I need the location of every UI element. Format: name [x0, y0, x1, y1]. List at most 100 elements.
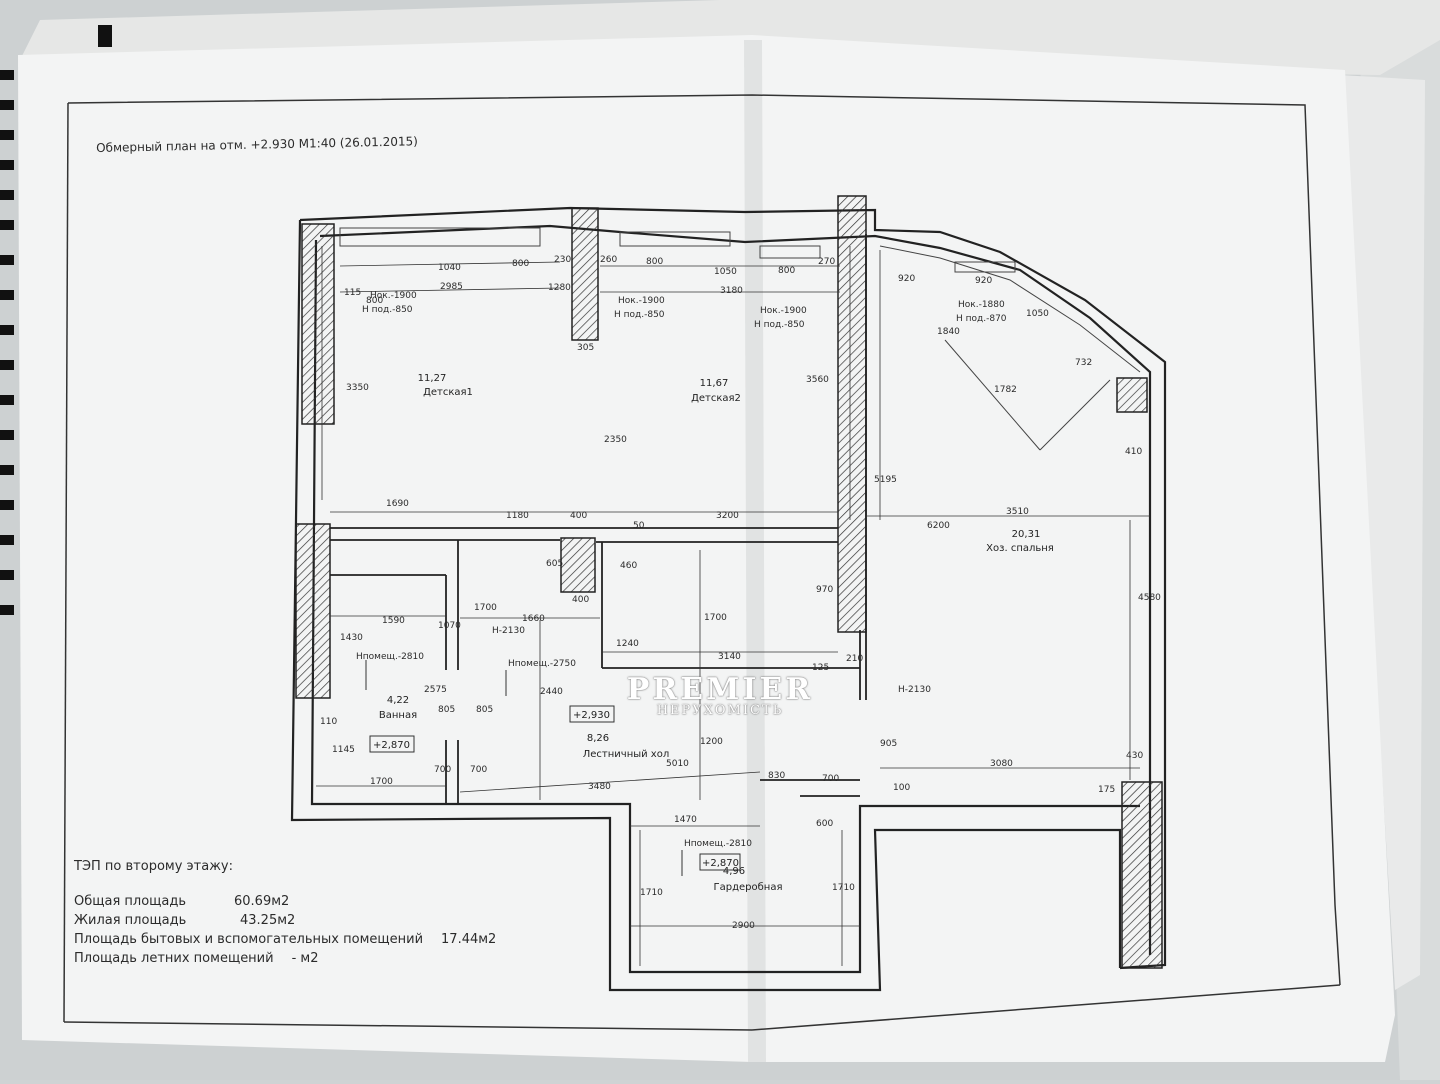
- note-npom-hall: Нпомещ.-2750: [508, 659, 576, 669]
- dim-label: 100: [893, 783, 910, 793]
- dim-label: 175: [1098, 785, 1115, 795]
- dim-label: 230: [554, 255, 571, 265]
- note-h-door-2: Н-2130: [898, 685, 931, 695]
- dim-label: 905: [880, 739, 897, 749]
- dim-label: 110: [320, 717, 337, 727]
- dim-label: 2985: [440, 282, 463, 292]
- dim-label: 1700: [704, 613, 727, 623]
- tep-row: Жилая площадь 43.25м2: [74, 911, 496, 930]
- room-area-spalnya: 20,31: [1012, 529, 1041, 540]
- dim-label: 1040: [438, 263, 461, 273]
- note-nok-3: Нок.-1900: [760, 306, 807, 316]
- dim-label: 970: [816, 585, 833, 595]
- dim-label: 3510: [1006, 507, 1029, 517]
- dim-label: 4580: [1138, 593, 1161, 603]
- tep-label: Площадь бытовых и вспомогательных помеще…: [74, 932, 424, 947]
- tep-value: 43.25м2: [240, 913, 296, 928]
- tep-value: - м2: [291, 951, 319, 966]
- room-area-hol: 8,26: [587, 733, 609, 744]
- dim-label: 1240: [616, 639, 639, 649]
- dim-label: 700: [434, 765, 451, 775]
- note-npod-4: Н под.-870: [956, 314, 1007, 324]
- watermark-sub: НЕРУХОМІСТЬ: [656, 703, 784, 718]
- dim-label: 3480: [588, 782, 611, 792]
- dim-label: 605: [546, 559, 563, 569]
- tep-heading: ТЭП по второму этажу:: [74, 859, 233, 874]
- dim-label: 5010: [666, 759, 689, 769]
- dim-label: 6200: [927, 521, 950, 531]
- tep-label: Общая площадь: [74, 894, 187, 909]
- dim-label: 800: [366, 296, 383, 306]
- dim-label: 410: [1125, 447, 1142, 457]
- dim-label: 1590: [382, 616, 405, 626]
- note-npom-bath: Нпомещ.-2810: [356, 652, 424, 662]
- dim-label: 115: [344, 288, 361, 298]
- dim-label: 3080: [990, 759, 1013, 769]
- note-nok-2: Нок.-1900: [618, 296, 665, 306]
- tep-label: Жилая площадь: [74, 913, 187, 928]
- room-name-spalnya: Хоз. спальня: [986, 543, 1054, 554]
- dim-label: 50: [633, 521, 645, 531]
- dim-label: 400: [572, 595, 589, 605]
- dim-label: 1200: [700, 737, 723, 747]
- dim-label: 830: [768, 771, 785, 781]
- room-area-detskaya2: 11,67: [700, 378, 729, 389]
- tep-value: 17.44м2: [441, 932, 497, 947]
- dim-label: 3350: [346, 383, 369, 393]
- dim-label: 400: [570, 511, 587, 521]
- dim-label: 5195: [874, 475, 897, 485]
- dim-label: 600: [816, 819, 833, 829]
- dim-label: 125: [812, 663, 829, 673]
- dim-label: 1782: [994, 385, 1017, 395]
- dim-label: 3200: [716, 511, 739, 521]
- dim-label: 1690: [386, 499, 409, 509]
- room-area-garderob: 4,96: [723, 866, 745, 877]
- room-name-hol: Лестничный хол: [583, 749, 669, 760]
- level-mark-bath: +2,870: [373, 740, 410, 751]
- dim-label: 700: [822, 774, 839, 784]
- dim-label: 800: [646, 257, 663, 267]
- note-npod-3: Н под.-850: [754, 320, 805, 330]
- dim-label: 920: [975, 276, 992, 286]
- tep-row: Площадь летних помещений - м2: [74, 949, 496, 968]
- note-h-door-1: Н-2130: [492, 626, 525, 636]
- note-nok-4: Нок.-1880: [958, 300, 1005, 310]
- dim-label: 270: [818, 257, 835, 267]
- room-name-vannaya: Ванная: [379, 710, 417, 721]
- dim-label: 305: [577, 343, 594, 353]
- tep-label: Площадь летних помещений: [74, 951, 274, 966]
- dim-label: 3180: [720, 286, 743, 296]
- dim-label: 1470: [674, 815, 697, 825]
- dim-label: 1840: [937, 327, 960, 337]
- dim-label: 1710: [832, 883, 855, 893]
- room-area-detskaya1: 11,27: [418, 373, 447, 384]
- dim-label: 1050: [1026, 309, 1049, 319]
- dim-label: 3140: [718, 652, 741, 662]
- dim-label: 805: [476, 705, 493, 715]
- dim-label: 210: [846, 654, 863, 664]
- dim-label: 805: [438, 705, 455, 715]
- dim-label: 1145: [332, 745, 355, 755]
- level-mark-hall: +2,930: [573, 710, 610, 721]
- dim-label: 1070: [438, 621, 461, 631]
- room-name-detskaya2: Детская2: [691, 393, 741, 404]
- dim-label: 1700: [370, 777, 393, 787]
- note-npod-1: Н под.-850: [362, 305, 413, 315]
- dim-label: 3560: [806, 375, 829, 385]
- dim-label: 700: [470, 765, 487, 775]
- note-npod-2: Н под.-850: [614, 310, 665, 320]
- dim-label: 920: [898, 274, 915, 284]
- dim-label: 800: [778, 266, 795, 276]
- room-name-garderob: Гардеробная: [714, 882, 783, 893]
- dim-label: 2575: [424, 685, 447, 695]
- note-npom-wardrobe: Нпомещ.-2810: [684, 839, 752, 849]
- room-name-detskaya1: Детская1: [423, 387, 473, 398]
- dim-label: 1050: [714, 267, 737, 277]
- level-mark-wardrobe: +2,870: [702, 858, 739, 869]
- dim-label: 460: [620, 561, 637, 571]
- tep-block: ТЭП по второму этажу: Общая площадь 60.6…: [74, 857, 496, 968]
- dim-label: 260: [600, 255, 617, 265]
- note-nok-1: Нок.-1900: [370, 291, 417, 301]
- tep-value: 60.69м2: [234, 894, 290, 909]
